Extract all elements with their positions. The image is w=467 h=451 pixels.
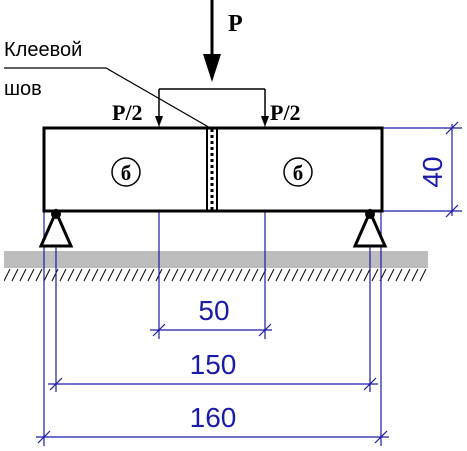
arrow-left-load: [155, 116, 163, 127]
ground-hatching: [4, 268, 427, 282]
main-force-arrow: [203, 0, 221, 82]
dimension-tick: [363, 377, 377, 391]
support-left: [38, 208, 74, 248]
force-left-label: P/2: [112, 100, 143, 125]
block-marker-left-circle: [111, 157, 141, 187]
block-marker-right-circle: [283, 157, 313, 187]
glue-joint-label-line1: Клеевой: [4, 39, 82, 61]
glue-joint-leader: [4, 67, 213, 130]
force-right-label: P/2: [270, 100, 301, 125]
ground-base: [4, 251, 428, 268]
arrow-right-load: [261, 116, 269, 127]
dimension-height-label: 40: [417, 156, 448, 187]
dimension-tick: [445, 121, 459, 135]
block-marker-left-text: б: [121, 161, 132, 185]
dimension-tick: [445, 204, 459, 218]
load-spreader: [158, 88, 266, 118]
dimension-tick: [374, 430, 388, 444]
glue-joint-label-line2: шов: [4, 78, 42, 100]
dimension-support-span-label: 150: [190, 349, 237, 380]
dimension-tick: [152, 323, 166, 337]
support-right: [352, 208, 388, 248]
dimension-total-length-label: 160: [190, 402, 237, 433]
dimension-tick: [258, 323, 272, 337]
block-marker-right-text: б: [293, 161, 304, 185]
dimension-tick: [37, 430, 51, 444]
dimension-load-span-label: 50: [198, 295, 229, 326]
glue-joint: [206, 128, 218, 211]
dimension-tick: [49, 377, 63, 391]
force-main-label: P: [228, 11, 243, 37]
beam-outline: [42, 126, 384, 213]
